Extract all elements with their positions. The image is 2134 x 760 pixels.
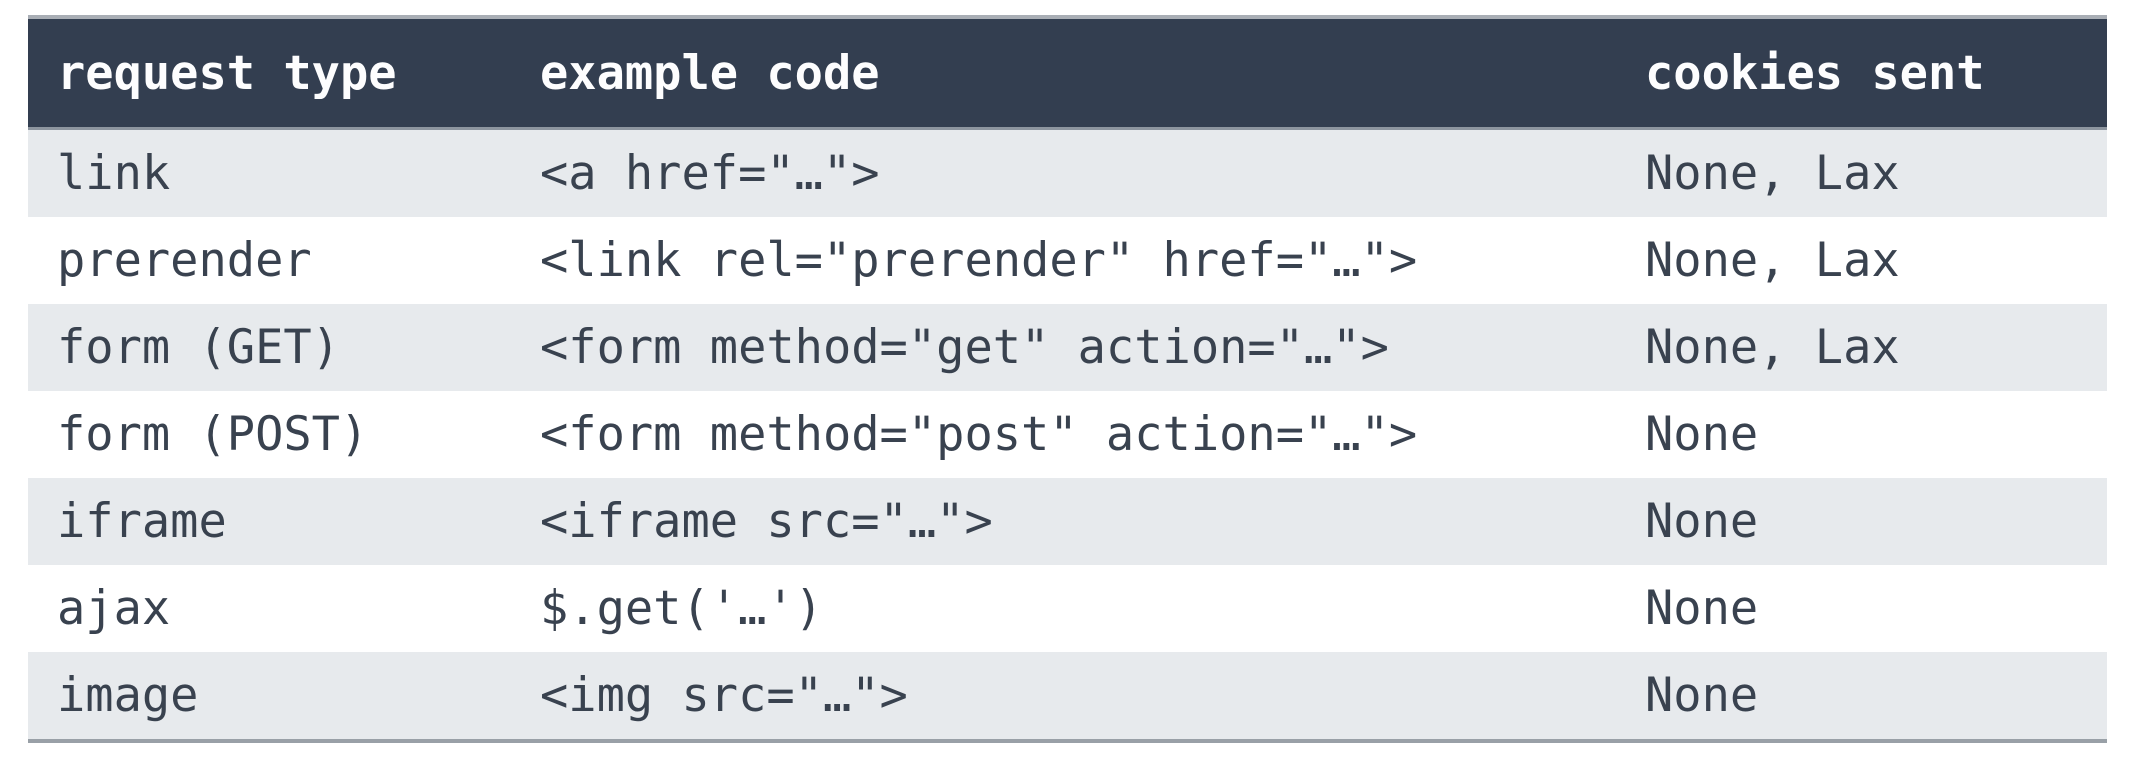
- column-header-request-type: request type: [28, 17, 511, 130]
- table-row: form (GET) <form method="get" action="…"…: [28, 304, 2107, 391]
- example-code-cell: <img src="…">: [511, 652, 1616, 741]
- cookies-sent-cell: None, Lax: [1616, 128, 2107, 217]
- cookies-sent-cell: None, Lax: [1616, 217, 2107, 304]
- table-row: image <img src="…"> None: [28, 652, 2107, 741]
- cookies-sent-table: request type example code cookies sent l…: [28, 15, 2107, 743]
- example-code-cell: $.get('…'): [511, 565, 1616, 652]
- cookies-sent-cell: None: [1616, 652, 2107, 741]
- column-header-cookies-sent: cookies sent: [1616, 17, 2107, 130]
- cookies-sent-cell: None: [1616, 391, 2107, 478]
- table-row: form (POST) <form method="post" action="…: [28, 391, 2107, 478]
- example-code-cell: <form method="get" action="…">: [511, 304, 1616, 391]
- example-code-cell: <a href="…">: [511, 128, 1616, 217]
- example-code-cell: <form method="post" action="…">: [511, 391, 1616, 478]
- table-row: iframe <iframe src="…"> None: [28, 478, 2107, 565]
- cookies-sent-cell: None, Lax: [1616, 304, 2107, 391]
- example-code-cell: <iframe src="…">: [511, 478, 1616, 565]
- request-type-cell: prerender: [28, 217, 511, 304]
- example-code-cell: <link rel="prerender" href="…">: [511, 217, 1616, 304]
- table-row: link <a href="…"> None, Lax: [28, 128, 2107, 217]
- table-container: request type example code cookies sent l…: [28, 15, 2107, 743]
- request-type-cell: ajax: [28, 565, 511, 652]
- request-type-cell: link: [28, 128, 511, 217]
- table-row: ajax $.get('…') None: [28, 565, 2107, 652]
- request-type-cell: form (POST): [28, 391, 511, 478]
- request-type-cell: image: [28, 652, 511, 741]
- cookies-sent-cell: None: [1616, 478, 2107, 565]
- cookies-sent-cell: None: [1616, 565, 2107, 652]
- table-row: prerender <link rel="prerender" href="…"…: [28, 217, 2107, 304]
- request-type-cell: iframe: [28, 478, 511, 565]
- table-header-row: request type example code cookies sent: [28, 17, 2107, 130]
- request-type-cell: form (GET): [28, 304, 511, 391]
- column-header-example-code: example code: [511, 17, 1616, 130]
